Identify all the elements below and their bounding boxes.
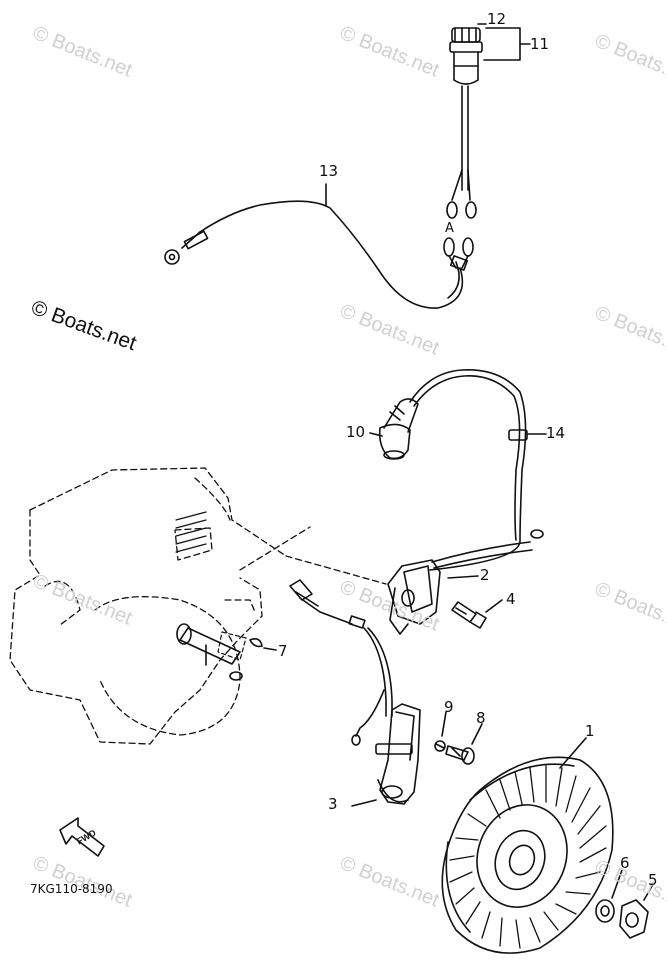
callout-13: 13 — [319, 162, 339, 180]
bullet-connectors — [443, 237, 474, 269]
crankshaft — [176, 623, 243, 681]
callout-7: 7 — [278, 642, 288, 660]
callout-2: 2 — [480, 566, 490, 584]
callout-10: 10 — [346, 423, 366, 441]
diagram-code: 7KG110-8190 — [30, 882, 113, 896]
bolt — [451, 601, 487, 629]
callout-11: 11 — [530, 35, 550, 53]
callout-8: 8 — [476, 709, 486, 727]
forward-arrow — [59, 817, 105, 857]
charge-coil-lead — [289, 579, 393, 746]
engine-outline — [9, 467, 387, 745]
callout-12: 12 — [487, 10, 507, 28]
woodruff-key — [249, 638, 263, 648]
spark-plug-cap — [378, 398, 419, 460]
flywheel-fins — [449, 765, 607, 949]
connector-letter: A — [445, 221, 454, 236]
flange-bolt — [445, 745, 475, 765]
callout-9: 9 — [444, 698, 454, 716]
plain-washer — [595, 899, 615, 923]
charge-coil — [375, 703, 421, 805]
callout-14: 14 — [546, 424, 566, 442]
flywheel — [441, 756, 614, 954]
callout-3: 3 — [328, 795, 338, 813]
ignition-coil — [387, 529, 544, 635]
callout-6: 6 — [620, 854, 630, 872]
lock-washer — [434, 740, 446, 752]
high-tension-lead — [409, 369, 528, 571]
callout-5: 5 — [648, 871, 658, 889]
stop-switch — [446, 27, 483, 219]
engine-fins — [175, 511, 207, 553]
callout-4: 4 — [506, 590, 516, 608]
ground-lead — [164, 200, 469, 309]
flywheel-nut — [619, 899, 649, 939]
callout-1: 1 — [585, 722, 595, 740]
